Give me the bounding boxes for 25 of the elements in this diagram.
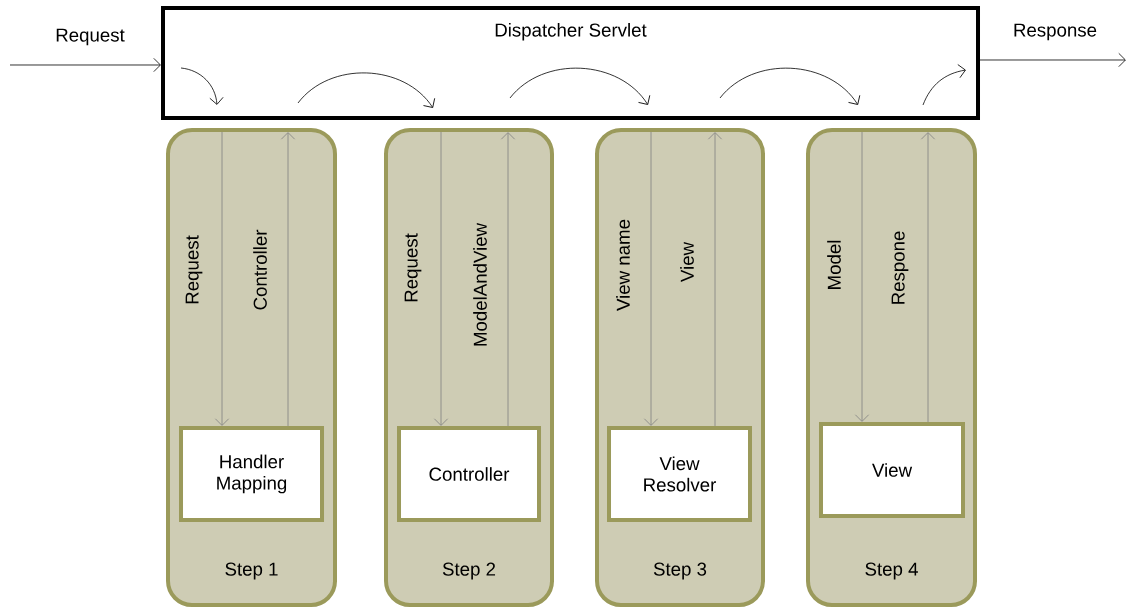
arrow (280, 132, 296, 427)
arrow (854, 131, 870, 422)
edge-label: Controller (253, 229, 267, 310)
arrow (500, 132, 516, 427)
edge-label: View name (616, 219, 630, 311)
dispatcher-box: Dispatcher Servlet (161, 6, 980, 120)
arrow (643, 131, 659, 426)
edge-label: View (680, 241, 694, 282)
edge-label: Request (185, 235, 203, 304)
edge-label: ModelAndView (473, 222, 487, 346)
arrow (433, 131, 449, 426)
edge-label: Model (827, 240, 841, 289)
component-box: View Resolver (607, 426, 752, 522)
component-box: View (819, 422, 965, 518)
arrow (920, 132, 936, 423)
arrow (9, 57, 161, 73)
edge-label: Request (56, 28, 125, 46)
component-box: Handler Mapping (179, 426, 324, 522)
edge-label: Response (1014, 23, 1097, 41)
arrow (979, 52, 1126, 68)
arrow (707, 132, 723, 427)
component-box: Controller (397, 426, 541, 522)
arrow (214, 131, 230, 426)
edge-label: Request (404, 233, 422, 302)
edge-label: Respone (891, 231, 909, 304)
